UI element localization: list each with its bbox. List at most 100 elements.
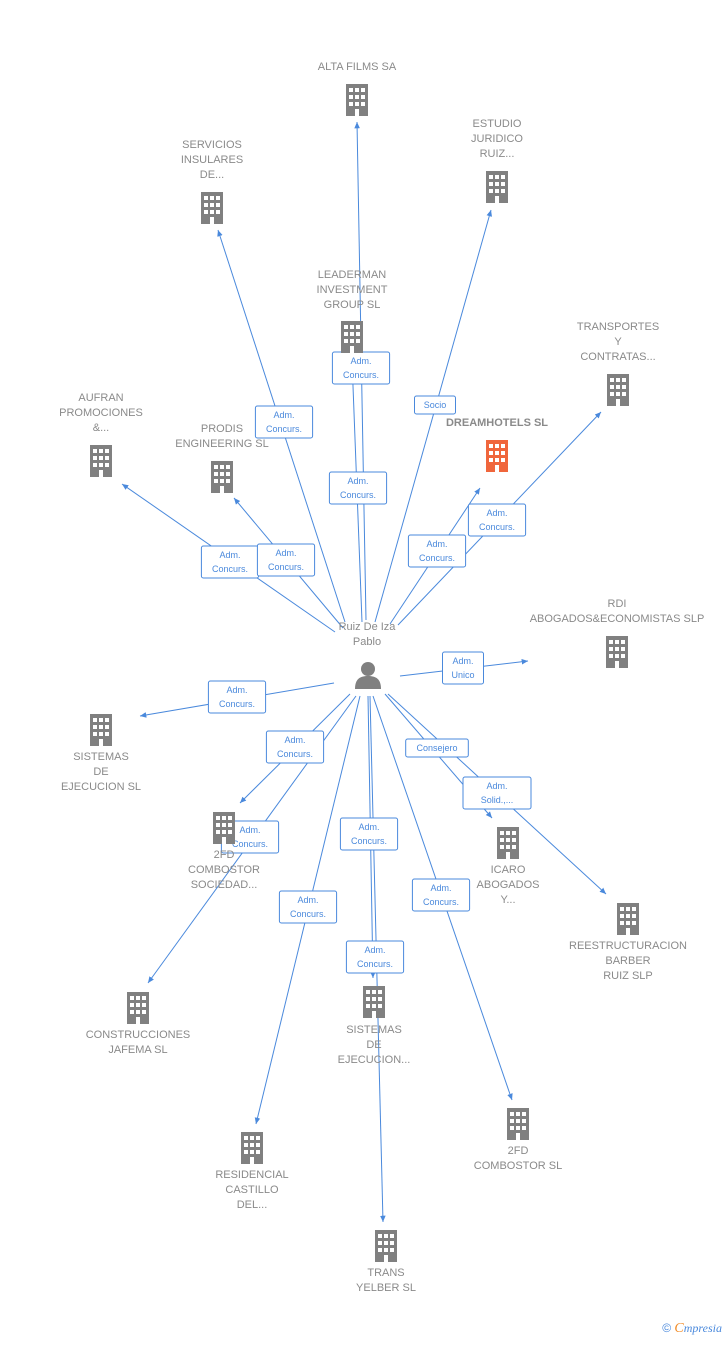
edge-label-text: Consejero [416,743,457,753]
edge-label-aufran[interactable]: Adm.Concurs. [200,545,260,579]
edge-label-prodis[interactable]: Adm. Concurs. [256,543,316,577]
company-label-line: COMBOSTOR SL [474,1160,562,1172]
edge-label-2fd-sl[interactable]: Adm.Concurs. [411,878,471,912]
company-label-line: DREAMHOTELS SL [446,417,548,429]
edge-label-reestructuracion[interactable]: Adm.Solid.,... [462,776,532,810]
company-node-dreamhotels[interactable]: DREAMHOTELS SL [446,417,548,472]
edge-label-alta-films[interactable]: Adm.Concurs. [331,351,391,385]
company-node-reestructuracion[interactable]: REESTRUCTURACION BARBER RUIZ SLP [569,903,687,982]
edge-label-text: Concurs. [268,562,304,572]
company-node-servicios-insulares[interactable]: SERVICIOSINSULARESDE... [181,139,243,224]
center-label-line-1: Ruiz De Iza [339,621,397,633]
company-label-line: BARBER [605,955,650,967]
company-label-line: LEADERMAN [318,269,387,281]
edge-label-text: Concurs. [423,897,459,907]
company-node-2fd-sl[interactable]: 2FD COMBOSTOR SL [474,1108,562,1172]
building-icon [507,1108,529,1140]
company-label-line: DE [366,1039,381,1051]
center-label-line-2: Pablo [353,636,381,648]
company-label-line: COMBOSTOR [188,864,260,876]
building-icon [90,714,112,746]
edge-label-text: Adm. [358,822,379,832]
building-icon [241,1132,263,1164]
company-node-aufran[interactable]: AUFRANPROMOCIONES&... [59,392,143,477]
edge-label-text: Concurs. [290,909,326,919]
company-label-line: ABOGADOS [477,879,540,891]
edge-label-rdi[interactable]: Adm. Unico [442,651,484,685]
edge-label-sistemas-2[interactable]: Adm.Concurs. [345,940,405,974]
company-label-line: CASTILLO [225,1184,279,1196]
building-icon [617,903,639,935]
building-icon [363,986,385,1018]
edge-label-residencial[interactable]: Adm. Concurs. [278,890,338,924]
company-label-line: TRANSPORTES [577,321,659,333]
edge-label-text: Concurs. [212,564,248,574]
edge-label-text: Adm. [364,945,385,955]
edge-label-text: Concurs. [266,424,302,434]
edge-label-text: Concurs. [277,749,313,759]
company-node-alta-films[interactable]: ALTA FILMS SA [318,61,397,116]
building-icon [213,812,235,844]
edge-label-text: Adm. [486,508,507,518]
company-label-line: RUIZ SLP [603,970,653,982]
company-node-icaro[interactable]: ICAROABOGADOSY... [477,827,540,906]
edge-label-box [278,890,338,924]
edge-label-transportes[interactable]: Adm.Concurs. [467,503,527,537]
person-icon [355,662,381,689]
edge-label-trans-yelber[interactable]: Adm.Concurs. [339,817,399,851]
building-icon [90,445,112,477]
company-node-residencial[interactable]: RESIDENCIALCASTILLODEL... [215,1132,289,1211]
building-icon [346,84,368,116]
company-label-line: DEL... [237,1199,268,1211]
edge-label-text: Adm. [297,895,318,905]
edge-label-box [207,680,267,714]
edge-label-text: Concurs. [340,490,376,500]
edge-label-text: Adm. [275,548,296,558]
edge-label-text: Concurs. [232,839,268,849]
company-node-sistemas-2[interactable]: SISTEMASDEEJECUCION... [338,986,411,1066]
building-icon [486,440,508,472]
edge-label-servicios-insulares[interactable]: Adm.Concurs. [254,405,314,439]
company-label-line: SERVICIOS [182,139,242,151]
company-node-2fd-sociedad[interactable]: 2FDCOMBOSTORSOCIEDAD... [188,812,260,891]
edge-label-text: Adm. [239,825,260,835]
edge-label-box [442,651,484,685]
edge-label-text: Unico [451,670,474,680]
edge-label-text: Adm. [426,539,447,549]
edge-label-text: Adm. [347,476,368,486]
edge-label-box [467,503,527,537]
company-label-line: EJECUCION... [338,1054,411,1066]
center-person[interactable]: Ruiz De Iza Pablo [339,621,397,689]
company-label-line: JURIDICO [471,133,523,145]
edge-label-box [407,534,467,568]
company-label-line: ESTUDIO [473,118,522,130]
edge-label-estudio-juridico[interactable]: Socio [414,395,456,415]
edge-label-text: Adm. [486,781,507,791]
edge-label-text: Concurs. [419,553,455,563]
footer-brand: © Cmpresia [662,1321,722,1337]
edge-label-sistemas-1[interactable]: Adm.Concurs. [207,680,267,714]
edge-label-text: Adm. [452,656,473,666]
company-label-line: 2FD [508,1145,529,1157]
company-label-line: INSULARES [181,154,243,166]
edge-label-leaderman[interactable]: Adm. Concurs. [328,471,388,505]
edge-label-box [328,471,388,505]
edge-label-box [462,776,532,810]
company-label-line: REESTRUCTURACION [569,940,687,952]
edge-label-box [254,405,314,439]
edge-label-icaro[interactable]: Consejero [405,738,469,758]
building-icon [606,636,628,668]
edge-label-2fd-sociedad[interactable]: Adm.Concurs. [265,730,325,764]
company-label-line: ALTA FILMS SA [318,61,397,73]
company-node-estudio-juridico[interactable]: ESTUDIOJURIDICORUIZ... [471,118,523,203]
edge-label-dreamhotels[interactable]: Adm. Concurs. [407,534,467,568]
company-label-line: ABOGADOS&ECONOMISTAS SLP [530,613,705,625]
company-node-transportes[interactable]: TRANSPORTESYCONTRATAS... [577,321,659,406]
edge-label-box [265,730,325,764]
